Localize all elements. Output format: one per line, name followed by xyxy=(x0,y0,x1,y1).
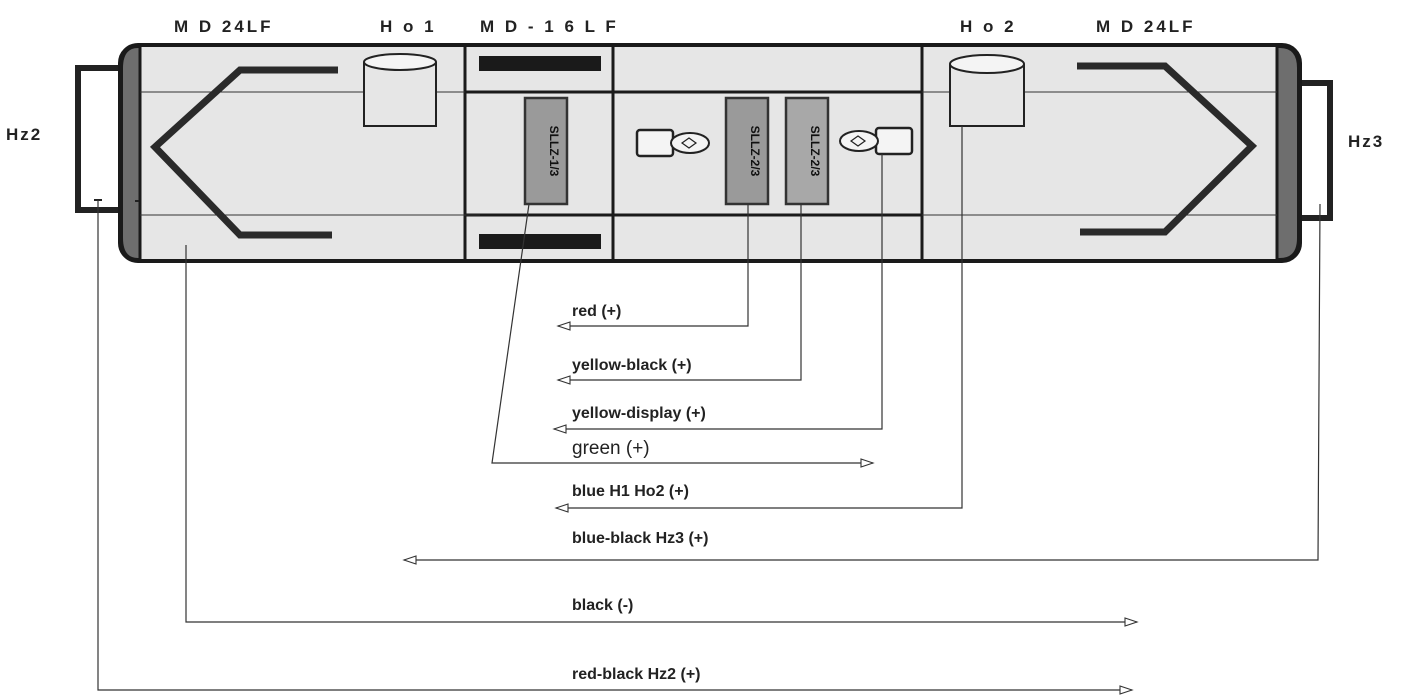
wire-yellow-display xyxy=(554,154,883,430)
switch-sllz-1-label: SLLZ-1/3 xyxy=(547,126,561,177)
wires: red (+) yellow-black (+) yellow-display … xyxy=(97,126,1321,695)
left-decoder-label: M D 24LF xyxy=(174,17,274,36)
wire-black-label: black (-) xyxy=(572,597,633,614)
hz2-signal-bracket xyxy=(75,65,134,213)
wire-yellow-black-label: yellow-black (+) xyxy=(572,357,692,374)
headlight-lamp-left xyxy=(635,128,710,158)
wire-black-arrow xyxy=(1124,617,1139,627)
wire-blue-arrow xyxy=(554,503,569,513)
wire-red xyxy=(558,204,749,327)
wire-red-black xyxy=(97,200,1132,691)
wire-blue-label: blue H1 Ho2 (+) xyxy=(572,483,689,500)
wire-blue-black-arrow xyxy=(402,555,417,565)
ho1-horn xyxy=(363,53,437,127)
hz2-label: Hz2 xyxy=(6,125,42,144)
wire-yellow-display-arrow xyxy=(552,424,567,434)
left-chevron xyxy=(149,66,338,239)
decoder-bar-bottom xyxy=(479,234,601,249)
middle-decoder-label: M D - 1 6 L F xyxy=(480,17,619,36)
wire-red-label: red (+) xyxy=(572,303,621,320)
wire-yellow-display-label: yellow-display (+) xyxy=(572,405,706,422)
ho2-horn xyxy=(949,54,1025,127)
ho1-label: H o 1 xyxy=(380,17,437,36)
wire-red-black-arrow xyxy=(1119,685,1134,695)
wire-green xyxy=(491,203,873,464)
wire-blue xyxy=(556,126,963,509)
ho2-label: H o 2 xyxy=(960,17,1017,36)
switch-sllz-2-label: SLLZ-2/3 xyxy=(748,126,762,177)
switch-sllz-1: SLLZ-1/3 xyxy=(523,96,569,206)
wire-green-label: green (+) xyxy=(572,438,650,459)
wire-black xyxy=(185,245,1137,623)
switch-sllz-3: SLLZ-2/3 xyxy=(784,96,830,206)
decoder-bar-top xyxy=(479,56,601,71)
switch-sllz-2: SLLZ-2/3 xyxy=(724,96,770,206)
wire-red-black-label: red-black Hz2 (+) xyxy=(572,666,700,683)
right-decoder-label: M D 24LF xyxy=(1096,17,1196,36)
wire-yellow-black xyxy=(558,204,802,381)
right-chevron xyxy=(1077,62,1258,236)
hz3-label: Hz3 xyxy=(1348,132,1384,151)
switch-sllz-3-label: SLLZ-2/3 xyxy=(808,126,822,177)
wire-blue-black xyxy=(404,203,1321,561)
wire-yellow-black-arrow xyxy=(556,375,571,385)
wire-red-arrow xyxy=(556,321,571,331)
headlight-lamp-right xyxy=(839,126,914,156)
wire-blue-black-label: blue-black Hz3 (+) xyxy=(572,530,708,547)
wire-green-arrow xyxy=(860,458,875,468)
